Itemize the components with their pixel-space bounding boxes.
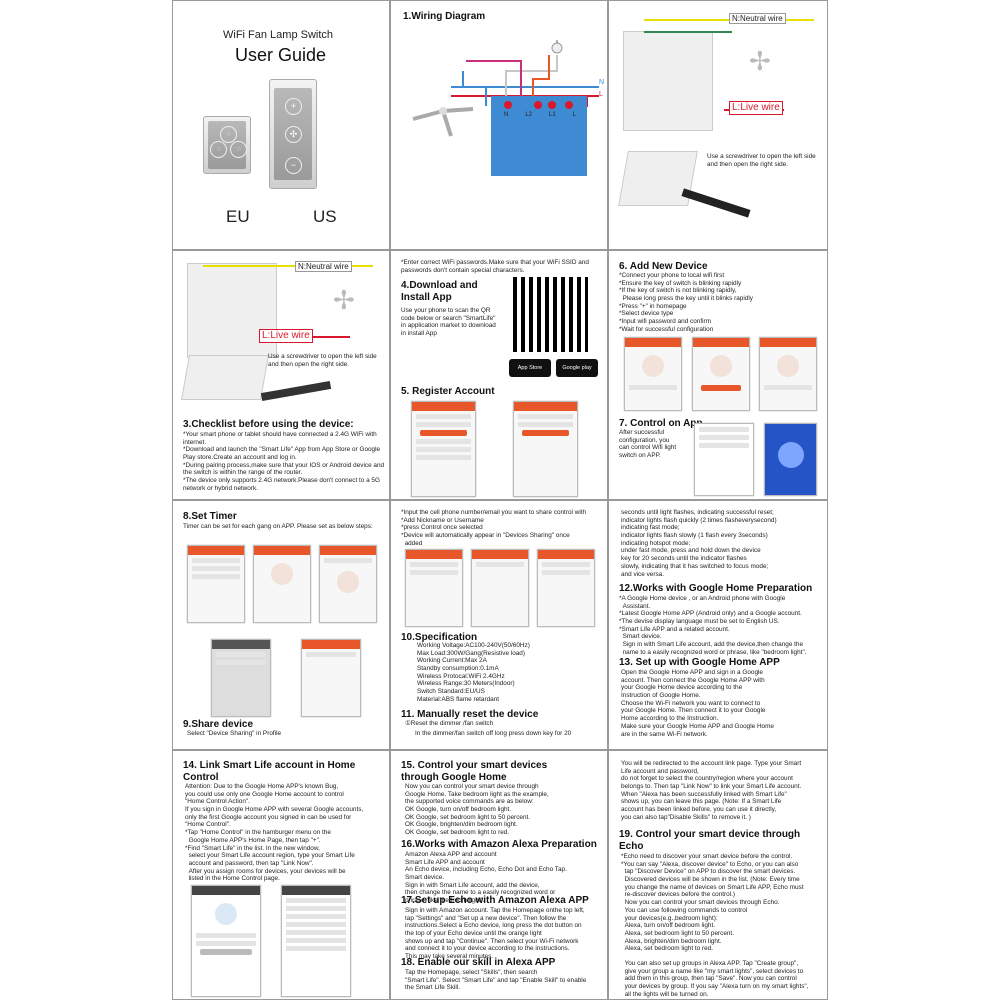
voice-control-text: Now you can control your smart device th… [405,783,549,837]
checklist-title: 3.Checklist before using the device: [183,419,354,430]
us-label: US [313,207,337,226]
product-title: WiFi Fan Lamp Switch [223,29,334,41]
screwdriver-icon [681,188,751,218]
spec-title: 10.Specification [401,632,478,643]
us-switch-image: +✣− [269,79,317,189]
add-screen-1 [624,337,682,411]
screwdriver-image [618,151,698,206]
wiring-diagram-image [412,40,599,176]
reset-title: 11. Manually reset the device [401,709,539,720]
google-prep-title: 12.Works with Google Home Preparation [619,583,813,594]
reset-line-2: In the dimmer/fan switch off long press … [415,730,572,737]
echo-intro-text: You will be redirected to the account li… [621,760,802,821]
neutral-wire-label-2: N:Neutral wire [295,261,352,273]
wire-label-l: L [599,91,603,98]
alexa-panel: 15. Control your smart devices through G… [390,750,608,1000]
sharing-text: *Input the cell phone number/email you w… [401,509,587,547]
ceiling-fan-icon: ✢ [749,46,771,76]
share-screen-3 [537,549,595,627]
neutral-wire-label: N:Neutral wire [729,13,786,25]
register-screen-1 [411,401,476,497]
link-account-title: 14. Link Smart Life account in Home Cont… [183,760,356,783]
spec-list: Working Voltage:AC100-240V(50/60Hz)Max L… [417,642,530,703]
alexa-prep-title: 16.Works with Amazon Alexa Preparation [401,839,597,850]
spec-panel: *Input the cell phone number/email you w… [390,500,608,750]
checklist-panel: N:Neutral wire L:Live wire ✢ Use a screw… [172,250,390,500]
share-screen-2 [471,549,529,627]
ceiling-fan-icon-2: ✢ [333,285,355,315]
download-title: 4.Download and Install App [401,280,478,303]
echo-control-title: 19. Control your smart device through Ec… [619,829,801,852]
wiring-photo-panel-1: N:Neutral wire L:Live wire ✢ Use a screw… [608,0,828,250]
switch-back-image [623,31,713,131]
timer-text: Timer can be set for each gang on APP. P… [183,523,373,530]
share-device-text: Select "Device Sharing" in Profile [187,730,282,737]
live-wire-label: L:Live wire [729,101,783,115]
timer-screen-1 [187,545,245,623]
voice-control-title: 15. Control your smart devices through G… [401,760,548,783]
link-screen-1 [191,885,261,997]
cover-panel: WiFi Fan Lamp Switch User Guide ◌◌◌ +✣− … [172,0,390,250]
app-store-badge[interactable]: App Store [509,359,551,377]
link-account-text: Attention: Due to the Google Home APP's … [185,783,364,883]
google-home-panel: seconds until light flashes, indicating … [608,500,828,750]
google-play-badge[interactable]: Google play [556,359,598,377]
qr-code-image [513,277,588,352]
skill-text: Tap the Homepage, select "Skills", then … [405,969,587,992]
eu-switch-image: ◌◌◌ [203,116,251,174]
timer-screen-5 [301,639,361,717]
echo-setup-text: Sign in with Amazon account. Tap the Hom… [405,907,585,961]
timer-panel: 8.Set Timer Timer can be set for each ga… [172,500,390,750]
echo-setup-title: 17.Set up Echo with Amazon Alexa APP [401,895,589,906]
control-screen-1 [694,423,754,496]
add-device-panel: 6. Add New Device *Connect your phone to… [608,250,828,500]
control-app-title: 7. Control on App [619,418,703,429]
echo-control-panel: You will be redirected to the account li… [608,750,828,1000]
share-screen-1 [405,549,463,627]
reset-line-1: ①Reset the dimmer /fan switch [405,720,494,727]
add-screen-2 [692,337,750,411]
user-guide-title: User Guide [235,45,327,65]
timer-title: 8.Set Timer [183,511,237,522]
timer-screen-2 [253,545,311,623]
register-screen-2 [513,401,578,497]
screwdriver-note-2: Use a screwdriver to open the left side … [268,353,377,368]
share-device-title: 9.Share device [183,719,254,730]
download-panel: *Enter correct WiFi passwords.Make sure … [390,250,608,500]
wire-label-n: N [599,79,605,86]
checklist-text: *Your smart phone or tablet should have … [183,431,385,492]
add-device-title: 6. Add New Device [619,261,708,272]
register-title: 5. Register Account [401,386,495,397]
wifi-note: *Enter correct WiFi passwords.Make sure … [401,259,589,274]
link-account-panel: 14. Link Smart Life account in Home Cont… [172,750,390,1000]
eu-label: EU [226,207,250,226]
live-wire-label-2: L:Live wire [259,329,313,343]
google-setup-title: 13. Set up with Google Home APP [619,657,780,668]
control-app-text: After successful configuration, you can … [619,429,677,460]
control-screen-2 [764,423,817,496]
echo-control-text: *Echo need to discover your smart device… [621,853,809,998]
link-screen-2 [281,885,351,997]
screwdriver-icon-2 [260,380,332,402]
reset-continued: seconds until light flashes, indicating … [621,509,777,578]
timer-screen-4 [211,639,271,717]
google-setup-text: Open the Google Home APP and sign in a G… [621,669,774,738]
screwdriver-image-2 [181,355,269,400]
google-prep-text: *A Google Home device , or an Android ph… [619,595,807,656]
timer-screen-3 [319,545,377,623]
skill-title: 18. Enable our skill in Alexa APP [401,957,556,968]
add-device-steps: *Connect your phone to local wifi first*… [619,272,753,333]
screwdriver-note: Use a screwdriver to open the left side … [707,153,816,168]
add-screen-3 [759,337,817,411]
switch-back-image-2 [187,263,277,358]
download-description: Use your phone to scan the QR code below… [401,307,496,338]
wiring-diagram-title: 1.Wiring Diagram [403,11,486,22]
